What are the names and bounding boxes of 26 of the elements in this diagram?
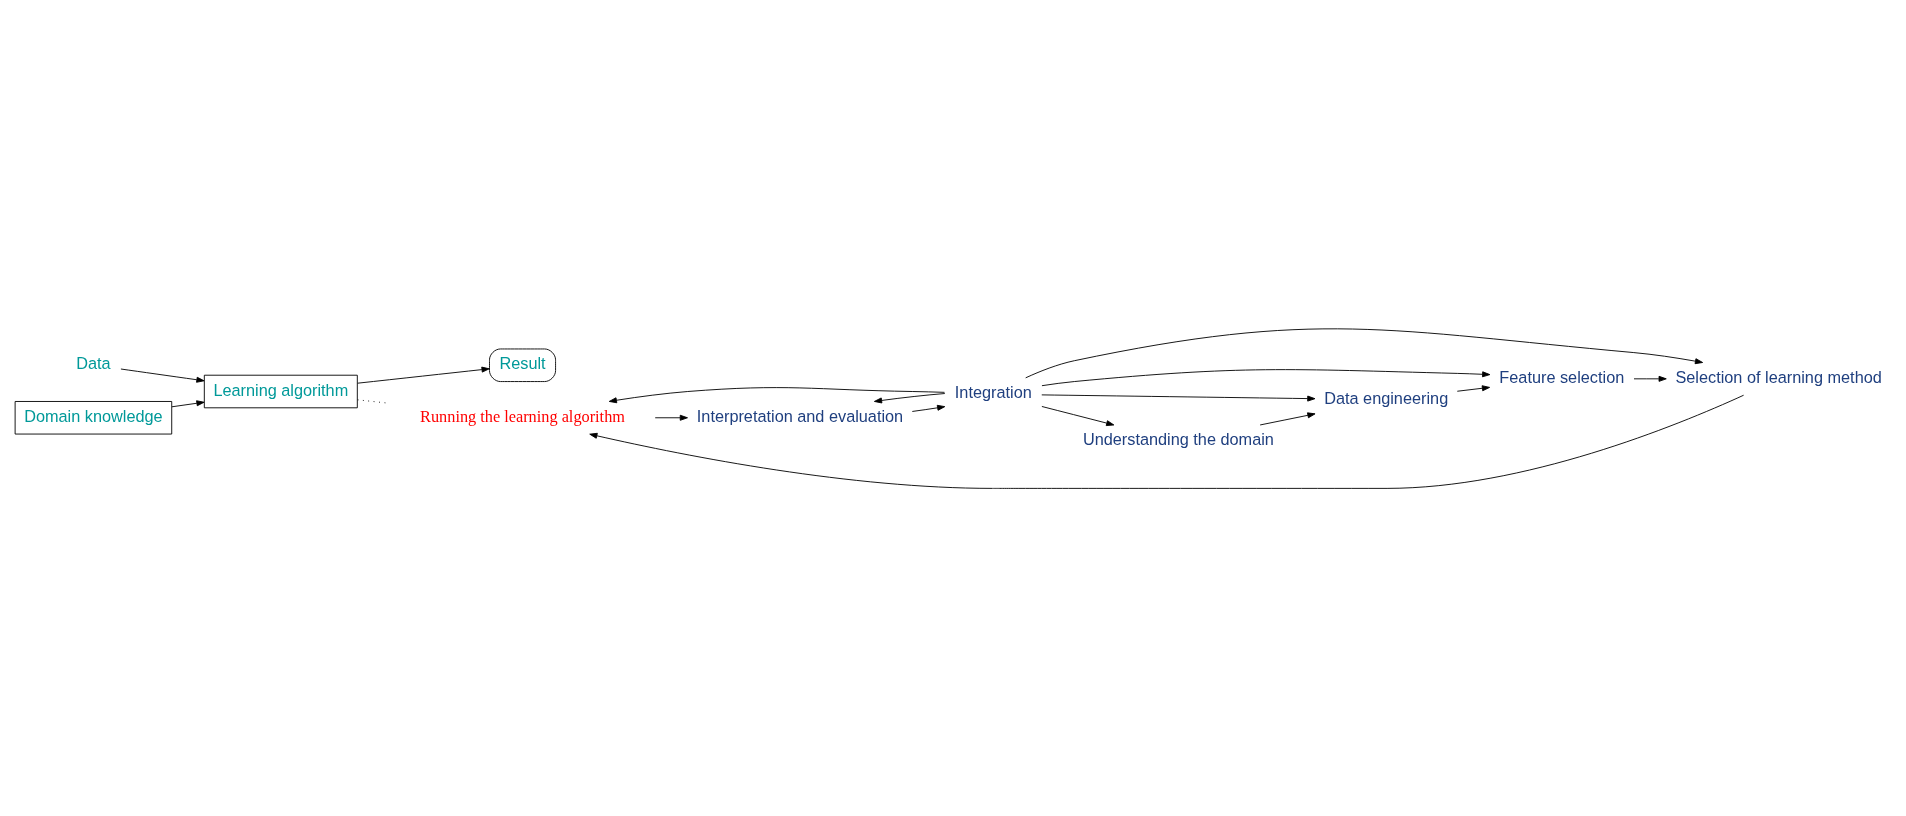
- arrow: [1041, 393, 1316, 402]
- arrow: [654, 414, 688, 421]
- arrow: [1259, 411, 1316, 425]
- arrow: [1633, 375, 1667, 382]
- node-box: Result: [489, 348, 557, 382]
- arrow: [1456, 384, 1491, 392]
- node-text: Understanding the domain: [1082, 429, 1274, 448]
- arrow: [911, 404, 946, 412]
- arrow: [1025, 328, 1704, 378]
- node-text: Data engineering: [1324, 388, 1449, 407]
- arrow: [608, 386, 945, 403]
- arrow: [120, 368, 205, 383]
- arrow: [357, 366, 490, 384]
- node-text: Interpretation and evaluation: [696, 406, 904, 425]
- node-text: Data: [76, 353, 111, 372]
- arrow: [171, 399, 205, 407]
- node-text: Running the learning algorithm: [420, 406, 625, 426]
- node-box: Domain knowledge: [14, 400, 173, 434]
- arrow: [873, 392, 946, 403]
- arrow: [1041, 405, 1115, 426]
- node-text: Feature selection: [1499, 367, 1625, 386]
- node-text: Selection of learning method: [1675, 367, 1882, 386]
- node-text: Integration: [954, 382, 1032, 401]
- arrow: [589, 394, 1745, 489]
- arrow: [1041, 368, 1491, 386]
- node-box: Learning algorithm: [203, 374, 358, 408]
